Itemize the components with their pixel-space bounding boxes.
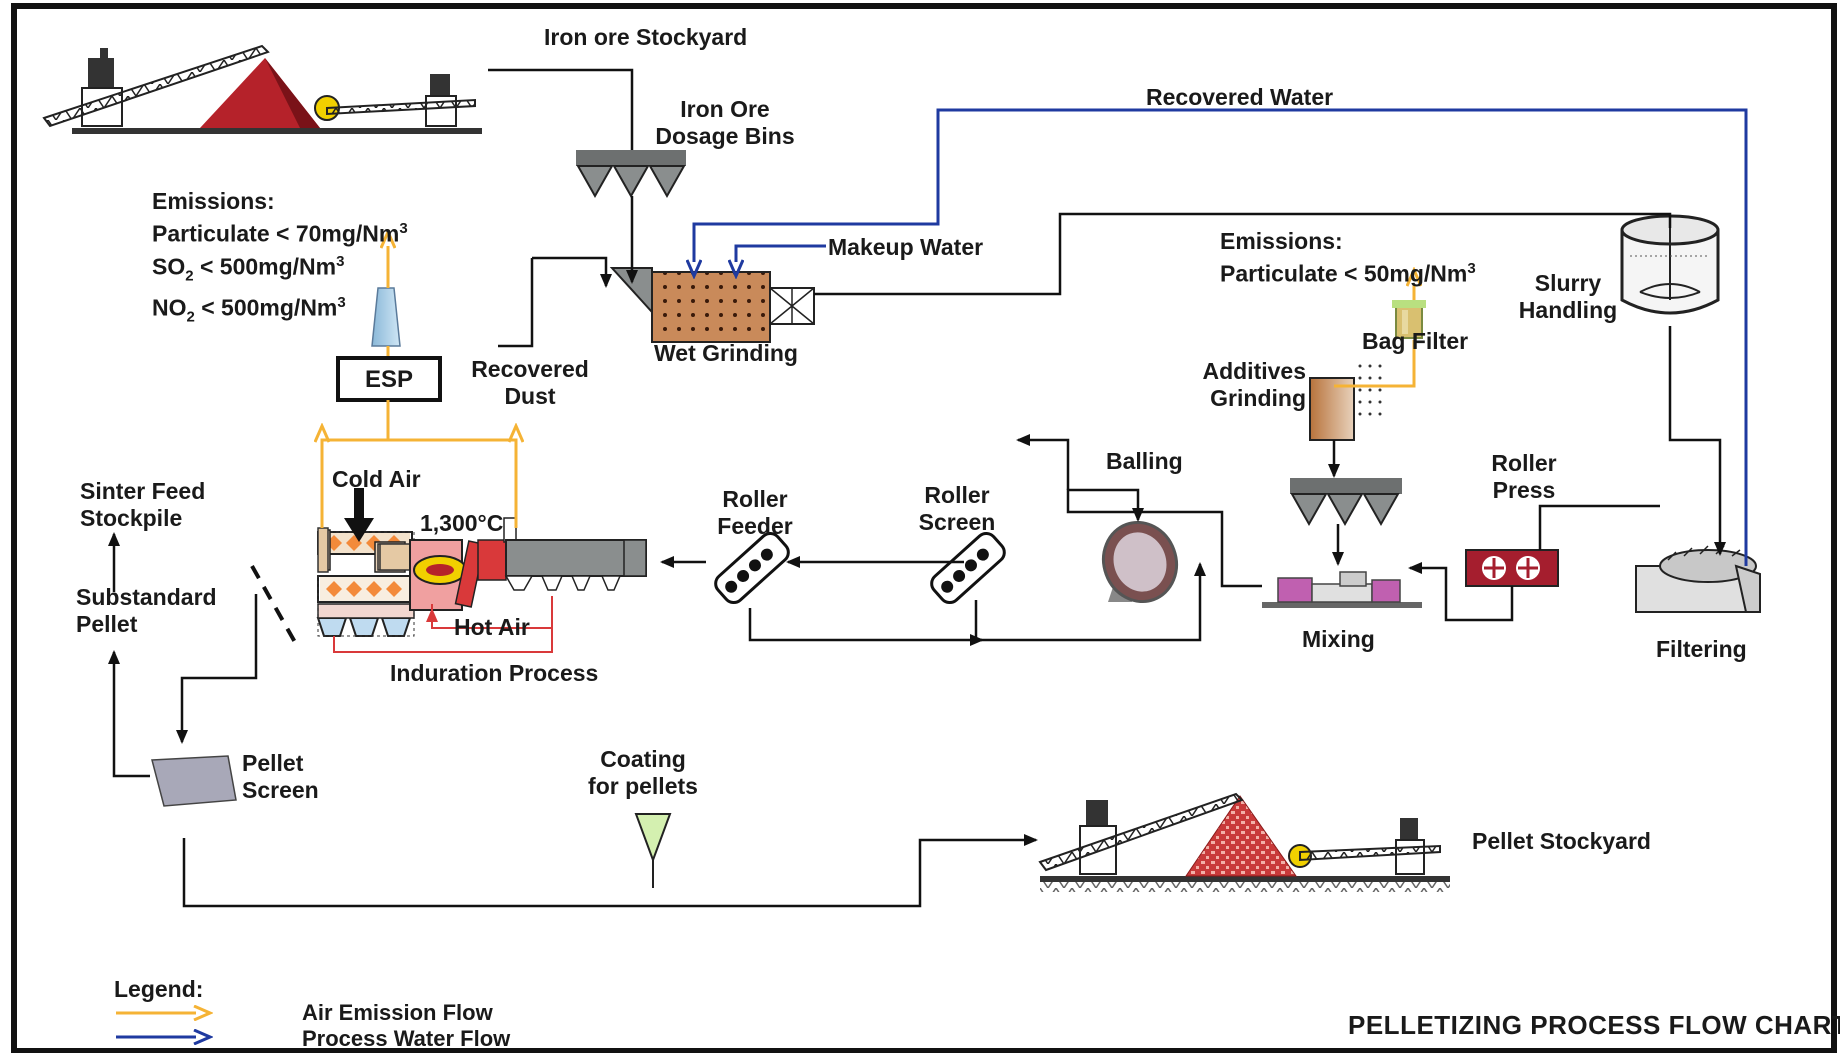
hot-air-lines	[333, 596, 553, 653]
roller-press-icon	[1465, 549, 1559, 587]
sinter-feed-stockpile-label: Sinter Feed Stockpile	[80, 478, 206, 531]
additives-grinding-label: Additives Grinding	[1202, 358, 1306, 411]
slurry-tank-icon	[1620, 214, 1720, 315]
recovered-dust-label: Recovered Dust	[471, 356, 589, 409]
roller-screen-label: Roller Screen	[918, 482, 996, 535]
air-emission-lines	[322, 246, 1414, 528]
outer-border	[11, 3, 1837, 1054]
temperature-label: 1,300°C	[420, 510, 504, 536]
roller-press-label: Roller Press	[1491, 450, 1557, 503]
hot-air-label: Hot Air	[454, 614, 530, 640]
induration-process-label: Induration Process	[390, 660, 599, 686]
roller-feeder-label: Roller Feeder	[717, 486, 793, 539]
pellet-screen-label: Pellet Screen	[242, 750, 319, 803]
iron-ore-stockyard-label: Iron ore Stockyard	[544, 24, 748, 50]
esp-label: ESP	[364, 366, 414, 393]
iron-ore-dosage-bins-label: Iron Ore Dosage Bins	[655, 96, 795, 149]
emission-particulate-70: Particulate < 70mg/Nm3	[152, 220, 408, 247]
wet-grinding-mill-icon	[609, 267, 815, 343]
balling-disc-icon	[1102, 520, 1178, 604]
additives-grinding-icon	[1309, 377, 1355, 441]
induration-furnace-icon	[316, 517, 647, 637]
pellet-screen-icon	[151, 755, 237, 807]
legend-arrows	[116, 1013, 196, 1037]
cold-air-label: Cold Air	[332, 466, 421, 492]
roller-feeder-icon	[714, 531, 790, 605]
emission-particulate-50: Particulate < 50mg/Nm3	[1220, 260, 1476, 287]
emissions-bag-filter-block: Emissions: Particulate < 50mg/Nm3	[1220, 228, 1476, 287]
legend-air-emission-label: Air Emission Flow	[302, 1000, 493, 1025]
iron-ore-dosage-bins-icon	[576, 150, 686, 199]
additives-dust-dots	[1358, 364, 1382, 416]
bag-filter-label: Bag Filter	[1362, 328, 1469, 354]
substandard-pellet-label: Substandard Pellet	[76, 584, 217, 637]
emission-no2: NO2 < 500mg/Nm3	[152, 293, 346, 326]
coating-for-pellets-label: Coating for pellets	[588, 746, 698, 799]
cold-air-arrow	[344, 488, 374, 542]
filtering-label: Filtering	[1656, 636, 1747, 662]
esp-box	[336, 356, 442, 402]
filter-icon	[1635, 545, 1761, 613]
legend-process-water-label: Process Water Flow	[302, 1026, 511, 1051]
balling-label: Balling	[1106, 448, 1183, 474]
process-water-lines	[694, 108, 1748, 566]
chart-title: PELLETIZING PROCESS FLOW CHART	[1348, 1010, 1840, 1040]
mixing-dosage-bins-icon	[1290, 478, 1402, 527]
bag-filter-icon	[1392, 300, 1426, 339]
pellet-stockyard-icon	[1038, 792, 1450, 892]
iron-ore-stockyard-icon	[42, 44, 482, 134]
coating-cone-icon	[634, 813, 672, 888]
recovered-water-label: Recovered Water	[1146, 84, 1334, 110]
makeup-water-label: Makeup Water	[828, 234, 984, 260]
material-flow-lines	[108, 68, 1726, 908]
split-marker	[250, 565, 298, 645]
mixer-icon	[1262, 571, 1422, 608]
roller-screen-icon	[930, 531, 1006, 605]
legend-heading: Legend:	[114, 976, 204, 1002]
pellet-stockyard-label: Pellet Stockyard	[1472, 828, 1651, 854]
emissions-induration-block: Emissions: Particulate < 70mg/Nm3 SO2 < …	[152, 188, 408, 330]
mixing-label: Mixing	[1302, 626, 1375, 652]
slurry-handling-label: Slurry Handling	[1518, 270, 1618, 323]
emission-so2: SO2 < 500mg/Nm3	[152, 252, 345, 284]
wet-grinding-label: Wet Grinding	[654, 340, 798, 366]
